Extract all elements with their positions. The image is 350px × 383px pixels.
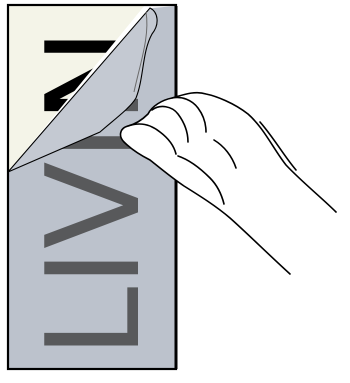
film-peeling-illustration: LIVIN LIVIN [0, 0, 350, 383]
